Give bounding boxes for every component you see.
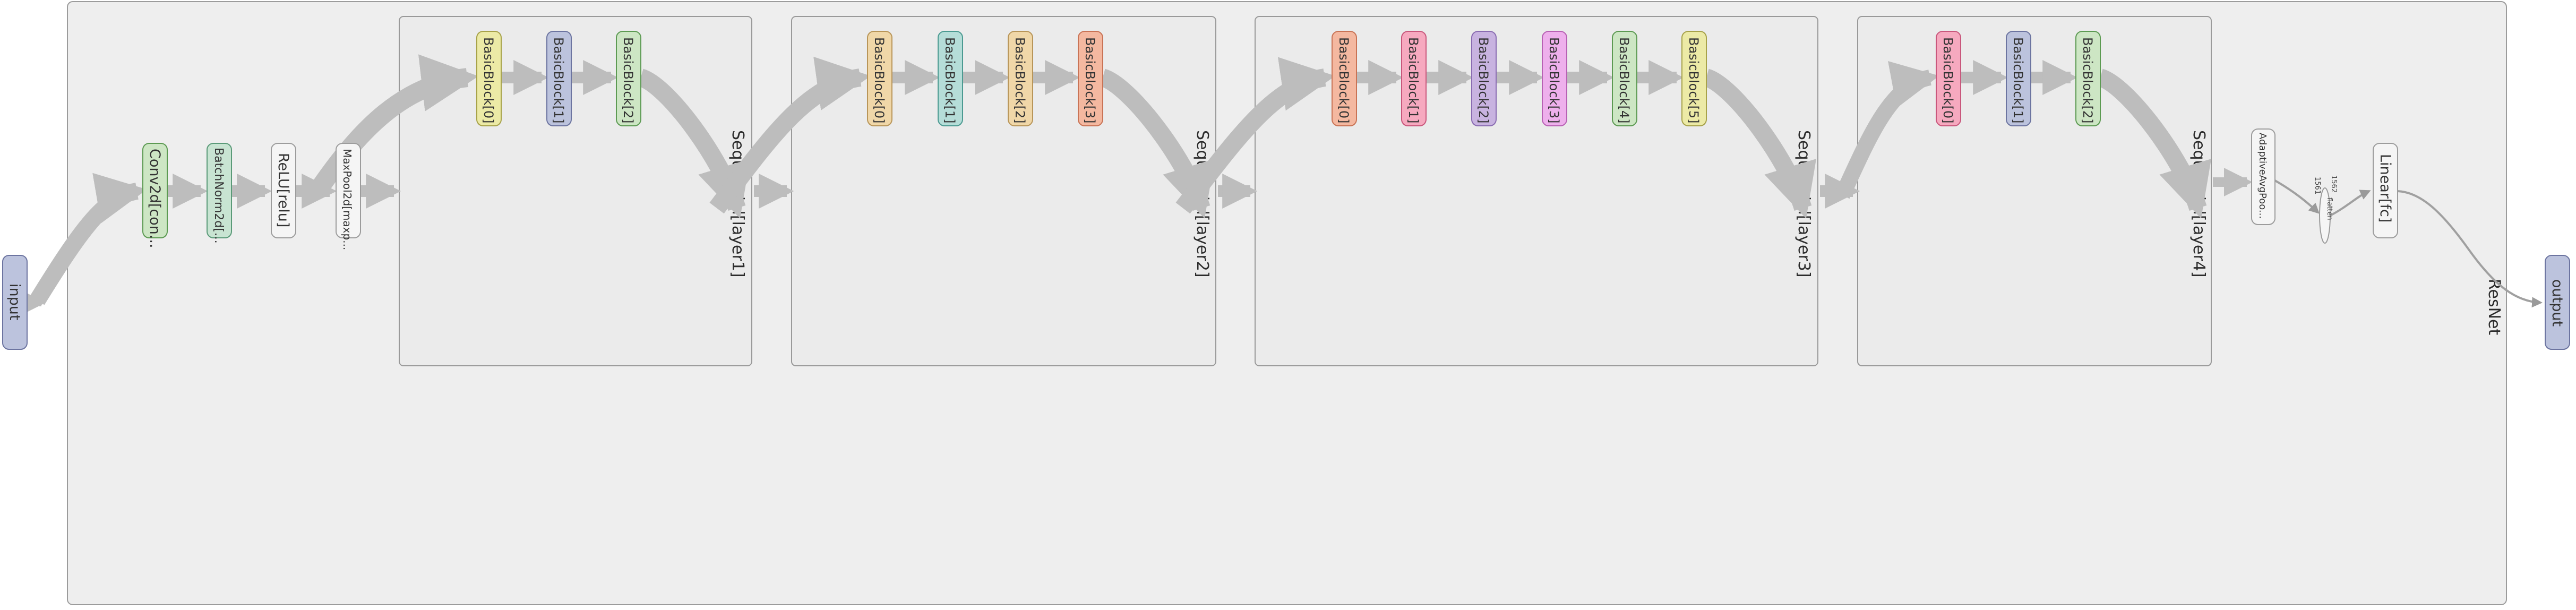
- layer1-basicblock-0[interactable]: BasicBlock[0]: [476, 31, 502, 126]
- flatten-node-label: flatten: [2325, 197, 2333, 220]
- batchnorm-node-label: BatchNorm2d[...: [212, 148, 225, 244]
- layer1-basicblock-2[interactable]: BasicBlock[2]: [616, 31, 641, 126]
- flatten-node[interactable]: flatten: [2319, 187, 2333, 244]
- layer4-basicblock-2-label: BasicBlock[2]: [2080, 37, 2095, 123]
- layer2-basicblock-3[interactable]: BasicBlock[3]: [1078, 31, 1103, 126]
- layer1-basicblock-0-box: [476, 31, 502, 126]
- layer4-basicblock-2[interactable]: BasicBlock[2]: [2075, 31, 2101, 126]
- layer1-basicblock-1[interactable]: BasicBlock[1]: [546, 31, 572, 126]
- layer4-basicblock-2-box: [2075, 31, 2101, 126]
- layer3-basicblock-4[interactable]: BasicBlock[4]: [1612, 31, 1637, 126]
- layer1-basicblock-0-label: BasicBlock[0]: [481, 37, 496, 123]
- layer1-cluster-box: [399, 16, 752, 366]
- layer3-basicblock-0-box: [1332, 31, 1357, 126]
- avgpool-node-label: AdaptiveAvgPoo...: [2257, 133, 2268, 219]
- layer2-basicblock-2[interactable]: BasicBlock[2]: [1008, 31, 1033, 126]
- layer2-basicblock-3-label: BasicBlock[3]: [1083, 37, 1097, 123]
- layer4-basicblock-1-box: [2006, 31, 2031, 126]
- edge-layer3-to-layer4-block0: [1835, 61, 1939, 199]
- layer1-basicblock-1-box: [546, 31, 572, 126]
- relu-node-label: ReLU[relu]: [275, 153, 291, 227]
- edge-layer3-out: [1703, 68, 1816, 219]
- layer2-basicblock-1-label: BasicBlock[1]: [942, 37, 957, 123]
- layer3-basicblock-3-box: [1542, 31, 1567, 126]
- layer3-basicblock-2[interactable]: BasicBlock[2]: [1471, 31, 1497, 126]
- edge-layer2-to-layer3-block0: [1175, 57, 1336, 214]
- batchnorm-node[interactable]: BatchNorm2d[...: [207, 143, 232, 244]
- edge-input-to-conv: [30, 173, 147, 305]
- layer2-cluster: Sequential[layer2]: [791, 16, 1216, 366]
- output-node[interactable]: output: [2545, 255, 2570, 350]
- edge-relu-to-layer1: [310, 54, 479, 197]
- layer3-basicblock-4-box: [1612, 31, 1637, 126]
- input-node-label: input: [6, 283, 23, 320]
- layer2-basicblock-2-box: [1008, 31, 1033, 126]
- layer3-basicblock-2-box: [1471, 31, 1497, 126]
- layer3-basicblock-4-label: BasicBlock[4]: [1617, 37, 1632, 123]
- layer3-basicblock-5-box: [1681, 31, 1707, 126]
- layer4-basicblock-0-box: [1936, 31, 1961, 126]
- layer2-basicblock-3-box: [1078, 31, 1103, 126]
- flatten-in-label-2: 1561: [2313, 177, 2321, 194]
- edge-avgpool-to-flatten: [2274, 179, 2320, 214]
- layer1-basicblock-1-label: BasicBlock[1]: [551, 37, 566, 123]
- layer3-basicblock-5-label: BasicBlock[5]: [1686, 37, 1701, 123]
- layer4-cluster-box: [1857, 16, 2212, 366]
- layer3-basicblock-5[interactable]: BasicBlock[5]: [1681, 31, 1707, 126]
- layer2-basicblock-0-box: [867, 31, 892, 126]
- layer1-basicblock-2-label: BasicBlock[2]: [621, 37, 636, 123]
- layer2-basicblock-0[interactable]: BasicBlock[0]: [867, 31, 892, 126]
- layer4-basicblock-1-label: BasicBlock[1]: [2011, 37, 2025, 123]
- fc-node[interactable]: Linear[fc]: [2373, 143, 2398, 238]
- layer2-basicblock-2-label: BasicBlock[2]: [1012, 37, 1027, 123]
- conv-node[interactable]: Conv2d[con...: [142, 143, 168, 248]
- conv-node-label: Conv2d[con...: [147, 149, 163, 248]
- layer4-cluster: Sequential[layer4]: [1857, 16, 2212, 366]
- layer3-basicblock-0[interactable]: BasicBlock[0]: [1332, 31, 1357, 126]
- edge-fc-to-output: [2397, 190, 2543, 308]
- layer2-cluster-box: [791, 16, 1216, 366]
- layer3-basicblock-2-label: BasicBlock[2]: [1476, 37, 1491, 123]
- avgpool-node[interactable]: AdaptiveAvgPoo...: [2251, 128, 2276, 225]
- input-node[interactable]: input: [2, 255, 28, 350]
- layer2-basicblock-1[interactable]: BasicBlock[1]: [938, 31, 963, 126]
- edge-flatten-to-fc: [2330, 190, 2371, 217]
- layer4-basicblock-0-label: BasicBlock[0]: [1940, 37, 1955, 123]
- layer4-basicblock-1[interactable]: BasicBlock[1]: [2006, 31, 2031, 126]
- layer3-basicblock-1-box: [1401, 31, 1427, 126]
- fc-node-label: Linear[fc]: [2377, 154, 2393, 222]
- layer2-basicblock-0-label: BasicBlock[0]: [872, 37, 887, 123]
- edge-layer4-out: [2097, 68, 2211, 219]
- edge-layer1-to-layer2-block0: [709, 56, 871, 214]
- layer3-basicblock-0-label: BasicBlock[0]: [1336, 37, 1351, 123]
- layer3-basicblock-1-label: BasicBlock[1]: [1406, 37, 1421, 123]
- output-node-label: output: [2549, 279, 2565, 327]
- layer3-basicblock-1[interactable]: BasicBlock[1]: [1401, 31, 1427, 126]
- flatten-in-label-1: 1562: [2330, 175, 2338, 193]
- layer3-basicblock-3-label: BasicBlock[3]: [1547, 37, 1561, 123]
- layer3-basicblock-3[interactable]: BasicBlock[3]: [1542, 31, 1567, 126]
- layer1-cluster: Sequential[layer1]: [399, 16, 752, 366]
- resnet-cluster-label: ResNet: [2485, 279, 2503, 335]
- layer4-basicblock-0[interactable]: BasicBlock[0]: [1936, 31, 1961, 126]
- layer1-basicblock-2-box: [616, 31, 641, 126]
- maxpool-node-label: MaxPool2d[maxp...: [341, 149, 354, 250]
- maxpool-node[interactable]: MaxPool2d[maxp...: [336, 143, 361, 250]
- relu-node[interactable]: ReLU[relu]: [271, 143, 296, 238]
- layer2-basicblock-1-box: [938, 31, 963, 126]
